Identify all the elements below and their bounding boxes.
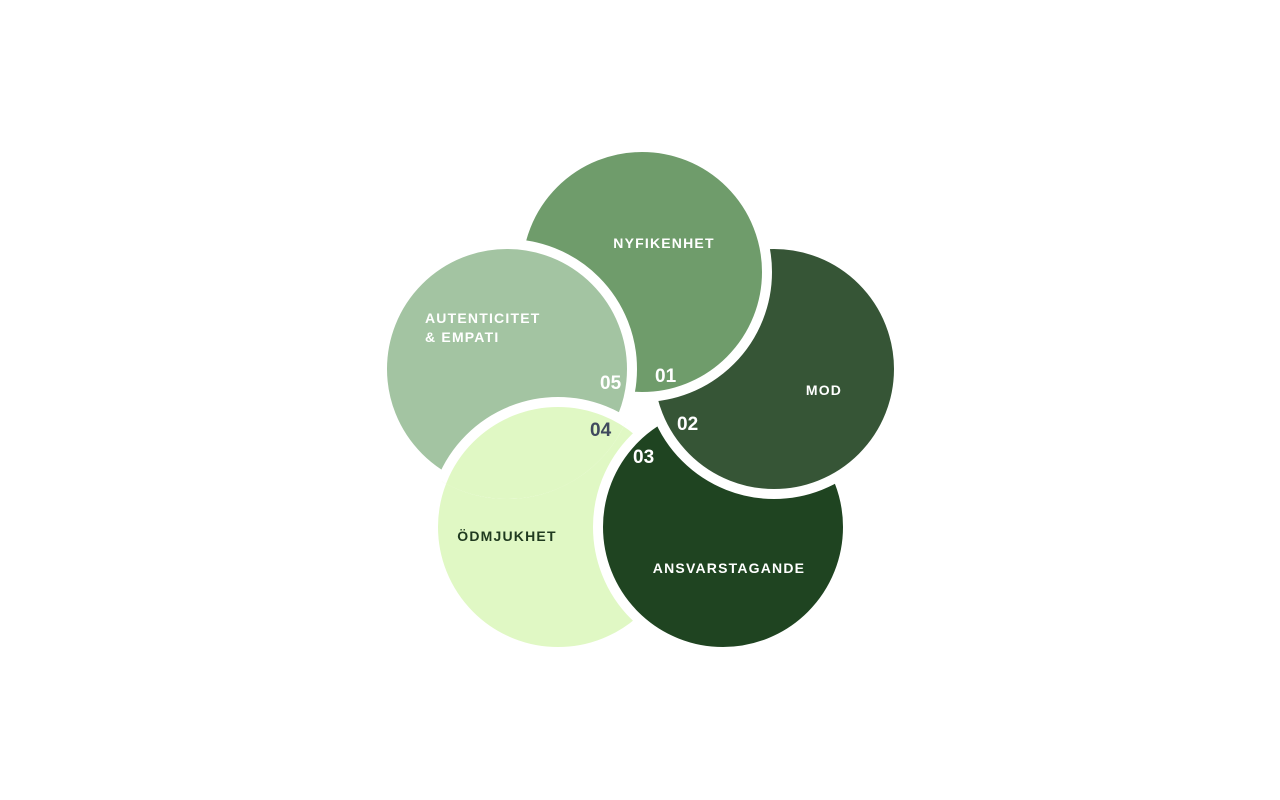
number-04: 04: [590, 420, 612, 441]
label-nyfikenhet: NYFIKENHET: [613, 235, 714, 251]
label-empati: & EMPATI: [425, 329, 499, 345]
label-odmjukhet: ÖDMJUKHET: [457, 528, 556, 544]
number-05: 05: [600, 373, 622, 394]
label-ansvarstagande: ANSVARSTAGANDE: [653, 560, 805, 576]
label-autenticitet: AUTENTICITET: [425, 310, 541, 326]
number-03: 03: [633, 447, 654, 468]
number-01: 01: [655, 366, 677, 387]
label-mod: MOD: [806, 382, 842, 398]
number-02: 02: [677, 414, 698, 435]
